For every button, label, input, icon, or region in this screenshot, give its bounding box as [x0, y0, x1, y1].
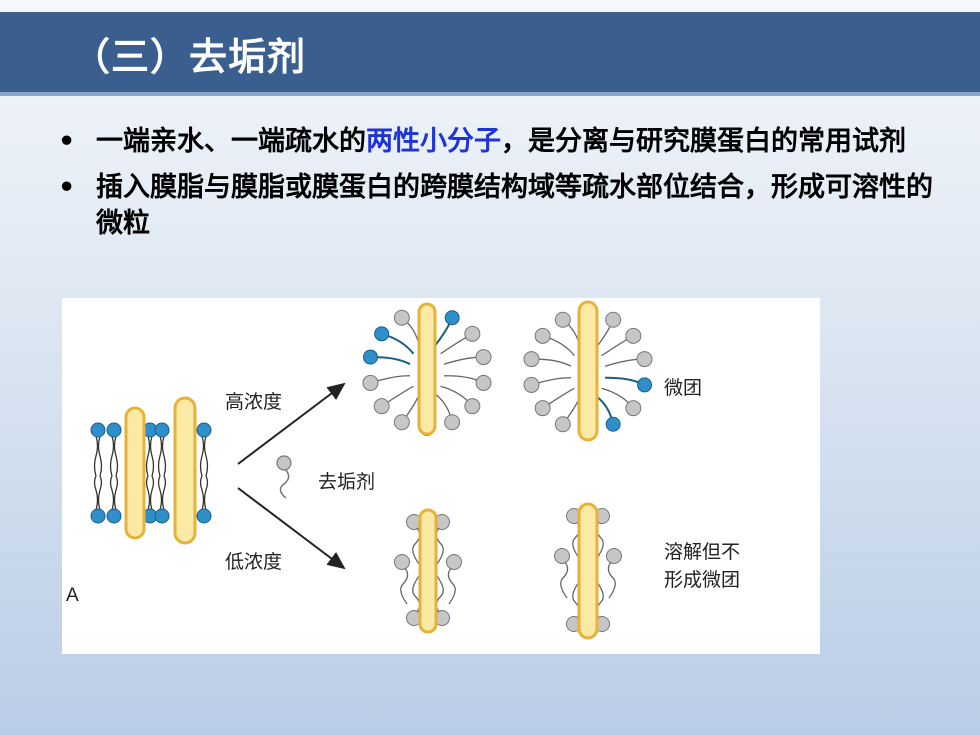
arrow-high-concentration: [237, 382, 346, 465]
membrane-protein: [418, 508, 438, 634]
detergent-head: [362, 374, 379, 391]
figure-illustration: [90, 300, 653, 640]
arrow-low-concentration: [237, 487, 346, 570]
detergent-head: [605, 311, 622, 328]
label-detergent: 去垢剂: [318, 471, 376, 493]
label-dissolve-line2: 形成微团: [664, 569, 741, 591]
label-dissolve-line1: 溶解但不: [664, 541, 741, 563]
bullet-dot: •: [58, 172, 76, 203]
detergent-head: [393, 414, 410, 431]
lipid-head: [106, 508, 122, 524]
detergent-head: [394, 554, 410, 570]
lipid-head: [90, 508, 106, 524]
detergent-head: [464, 398, 481, 415]
detergent-head: [534, 400, 551, 417]
slide-title: （三）去垢剂: [72, 35, 307, 79]
dissolved-protein-right: [554, 502, 622, 640]
title-bar: （三）去垢剂: [0, 12, 980, 96]
bullet-text: 插入膜脂与膜脂或膜蛋白的跨膜结构域等疏水部位结合，形成可溶性的微粒: [96, 172, 933, 239]
membrane-protein: [417, 302, 437, 436]
lipid-head: [374, 326, 390, 342]
membrane-protein: [124, 406, 146, 540]
lipid-head: [90, 422, 106, 438]
bullet-highlight: 两性小分子: [366, 126, 501, 157]
label-high-concentration: 高浓度: [225, 391, 283, 413]
dissolved-protein-left: [394, 508, 462, 634]
detergent-head: [444, 414, 461, 431]
detergent-head: [475, 374, 492, 391]
micelle-left: [362, 302, 492, 436]
lipid-head: [444, 310, 460, 326]
detergent-head: [554, 548, 570, 564]
detergent-head: [625, 327, 642, 344]
lipid-head: [637, 377, 653, 393]
label-low-concentration: 低浓度: [225, 551, 283, 573]
membrane-protein: [173, 396, 197, 545]
lipid-bilayer: [90, 396, 212, 545]
bullet-dot: •: [58, 126, 76, 157]
lipid-head: [154, 508, 170, 524]
lipid-head: [196, 508, 212, 524]
detergent-head: [636, 351, 653, 368]
lipid-head: [362, 349, 378, 365]
detergent-molecule: [276, 455, 292, 499]
detergent-head: [523, 351, 540, 368]
detergent-head: [475, 349, 492, 366]
detergent-head: [523, 376, 540, 393]
detergent-head: [446, 554, 462, 570]
label-micelle: 微团: [664, 377, 703, 399]
lipid-head: [154, 422, 170, 438]
membrane-protein: [577, 502, 599, 640]
membrane-protein: [577, 300, 599, 442]
bullet-text-pre: 一端亲水、一端疏水的: [96, 126, 366, 157]
lipid-head: [605, 416, 621, 432]
detergent-head: [554, 311, 571, 328]
detergent-head: [554, 416, 571, 433]
detergent-head: [393, 309, 410, 326]
bullet-item: • 一端亲水、一端疏水的两性小分子，是分离与研究膜蛋白的常用试剂: [58, 124, 938, 160]
lipid-head: [106, 422, 122, 438]
detergent-head: [373, 398, 390, 415]
bullet-list: • 一端亲水、一端疏水的两性小分子，是分离与研究膜蛋白的常用试剂 • 插入膜脂与…: [58, 124, 938, 252]
detergent-head: [464, 325, 481, 342]
micelle-right: [523, 300, 653, 442]
detergent-head: [625, 400, 642, 417]
panel-letter: A: [66, 585, 79, 606]
bullet-text-post: ，是分离与研究膜蛋白的常用试剂: [501, 126, 906, 157]
detergent-head: [534, 327, 551, 344]
lipid-head: [196, 422, 212, 438]
bullet-item: • 插入膜脂与膜脂或膜蛋白的跨膜结构域等疏水部位结合，形成可溶性的微粒: [58, 170, 938, 242]
detergent-figure: 高浓度 去垢剂 低浓度 微团 溶解但不 形成微团 A: [62, 298, 820, 654]
detergent-head: [606, 548, 622, 564]
